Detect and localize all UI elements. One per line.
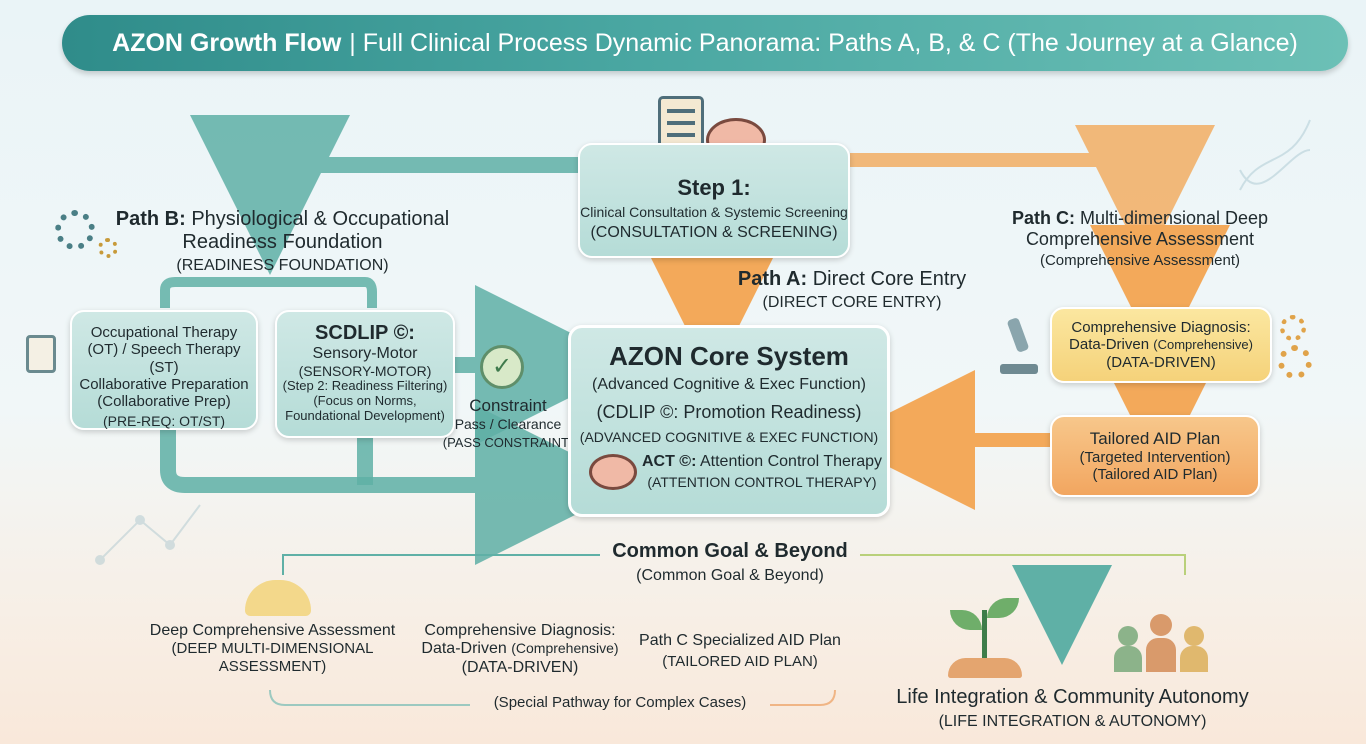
- arrow-readiness-to-core: [160, 405, 635, 565]
- life-title: Life Integration & Community Autonomy: [896, 686, 1249, 708]
- goal-subtitle: (Common Goal & Beyond): [636, 567, 824, 584]
- aid-line-1: Tailored AID Plan: [1089, 429, 1221, 448]
- diag-line-2-main: Data-Driven: [1069, 336, 1150, 354]
- core-line-2: (CDLIP ©: Promotion Readiness): [596, 402, 862, 423]
- life-integration-label: Life Integration & Community Autonomy (L…: [880, 686, 1265, 731]
- path-b-rest: Physiological & Occupational: [191, 208, 450, 230]
- ot-line-2: (OT) / Speech Therapy (ST): [87, 341, 241, 376]
- core-title: AZON Core System: [609, 341, 849, 371]
- plant-icon: [940, 590, 1030, 680]
- core-system-box: AZON Core System (Advanced Cognitive & E…: [568, 325, 890, 517]
- step1-caps: (CONSULTATION & SCREENING): [590, 224, 838, 242]
- aid-line-2: (Targeted Intervention): [1079, 448, 1231, 466]
- brain-icon: [589, 453, 637, 490]
- scdlip-box: SCDLIP ©: Sensory-Motor (SENSORY-MOTOR) …: [275, 310, 455, 438]
- special-pathway-bracket: [269, 689, 470, 706]
- act-caps: (ATTENTION CONTROL THERAPY): [647, 474, 877, 491]
- ot-line-4: (Collaborative Prep): [97, 393, 231, 410]
- community-icon: [1112, 600, 1210, 674]
- deep-line-1: Deep Comprehensive Assessment: [149, 622, 396, 639]
- path-c-line2: Comprehensive Assessment: [1025, 228, 1255, 249]
- common-goal-label: Common Goal & Beyond (Common Goal & Beyo…: [600, 540, 860, 585]
- path-a-label: Path A: Direct Core Entry (DIRECT CORE E…: [728, 268, 976, 312]
- aid-line-3: (Tailored AID Plan): [1092, 465, 1218, 483]
- special-text: (Special Pathway for Complex Cases): [493, 694, 747, 711]
- gear-icon: [1280, 315, 1306, 341]
- path-b-bold: Path B:: [115, 208, 186, 230]
- ot-line-1: Occupational Therapy: [90, 324, 238, 341]
- step1-box: Step 1: Clinical Consultation & Systemic…: [578, 143, 850, 258]
- special-pathway-label: (Special Pathway for Complex Cases): [470, 694, 770, 711]
- bottom-aid-plan: Path C Specialized AID Plan (TAILORED AI…: [630, 632, 850, 671]
- bdiag-line-2-small: (Comprehensive): [511, 640, 619, 657]
- scdlip-line-5: Foundational Development): [285, 408, 445, 424]
- page-title: AZON Growth Flow | Full Clinical Process…: [62, 15, 1348, 71]
- constraint-label: Constraint Pass / Clearance (PASS CONSTR…: [438, 396, 578, 451]
- common-goal-line: [282, 554, 600, 575]
- path-c-rest: Multi-dimensional Deep: [1079, 208, 1269, 228]
- path-a-rest: Direct Core Entry: [812, 268, 967, 290]
- path-b-bracket: [160, 277, 377, 308]
- clipboard-icon: [26, 335, 56, 373]
- path-a-caps: (DIRECT CORE ENTRY): [762, 294, 942, 311]
- arrow-step1-to-path-b: [190, 114, 580, 275]
- bdiag-line-3: (DATA-DRIVEN): [461, 658, 579, 676]
- gear-icon: [98, 238, 118, 258]
- microscope-icon: [1000, 316, 1038, 376]
- gear-icon: [1278, 345, 1312, 379]
- baid-line-2: (TAILORED AID PLAN): [662, 653, 818, 671]
- scdlip-line-4: (Focus on Norms,: [313, 393, 417, 409]
- dna-icon: [1239, 119, 1311, 191]
- path-c-caps: (Comprehensive Assessment): [1039, 252, 1241, 270]
- deep-line-3: ASSESSMENT): [218, 657, 327, 675]
- constraint-line-2: Pass / Clearance: [454, 415, 562, 432]
- diagnosis-box: Comprehensive Diagnosis: Data-Driven (Co…: [1050, 307, 1272, 383]
- goal-title: Common Goal & Beyond: [612, 540, 848, 562]
- title-rest: | Full Clinical Process Dynamic Panorama…: [349, 28, 1298, 57]
- act-rest: Attention Control Therapy: [699, 453, 883, 471]
- path-c-label: Path C: Multi-dimensional Deep Comprehen…: [985, 208, 1295, 270]
- path-a-bold: Path A:: [737, 268, 808, 290]
- bdiag-line-2-main: Data-Driven: [421, 640, 507, 658]
- path-b-caps: (READINESS FOUNDATION): [176, 257, 389, 274]
- check-circle-icon: ✓: [480, 345, 524, 389]
- scdlip-title: SCDLIP ©:: [315, 322, 415, 344]
- bottom-deep-assessment: Deep Comprehensive Assessment (DEEP MULT…: [140, 622, 405, 675]
- constraint-line-1: Constraint: [469, 396, 547, 415]
- title-bold: AZON Growth Flow: [112, 28, 342, 57]
- bdiag-line-1: Comprehensive Diagnosis:: [424, 622, 616, 639]
- path-c-bold: Path C:: [1011, 208, 1075, 228]
- step1-title: Step 1:: [677, 175, 751, 200]
- diag-line-3: (DATA-DRIVEN): [1106, 353, 1216, 371]
- act-bold: ACT ©:: [641, 453, 697, 471]
- core-line-1: (Advanced Cognitive & Exec Function): [592, 375, 866, 393]
- constraint-line-3: (PASS CONSTRAINT): [442, 434, 574, 450]
- diag-line-2-small: (Comprehensive): [1153, 337, 1253, 353]
- ot-st-box: Occupational Therapy (OT) / Speech Thera…: [70, 310, 258, 430]
- baid-line-1: Path C Specialized AID Plan: [639, 632, 841, 649]
- step1-subtitle: Clinical Consultation & Systemic Screeni…: [580, 204, 848, 221]
- deep-line-2: (DEEP MULTI-DIMENSIONAL: [171, 640, 374, 658]
- life-caps: (LIFE INTEGRATION & AUTONOMY): [938, 713, 1207, 730]
- dna-icon: [95, 504, 201, 565]
- aid-plan-box: Tailored AID Plan (Targeted Intervention…: [1050, 415, 1260, 497]
- path-b-label: Path B: Physiological & Occupational Rea…: [100, 208, 465, 275]
- scdlip-line-2: (SENSORY-MOTOR): [298, 363, 432, 380]
- arrow-step1-to-path-c: [850, 124, 1215, 265]
- gear-icon: [55, 210, 95, 250]
- bottom-diagnosis: Comprehensive Diagnosis: Data-Driven (Co…: [410, 622, 630, 677]
- scdlip-line-3: (Step 2: Readiness Filtering): [282, 378, 448, 394]
- ot-line-5: (PRE-REQ: OT/ST): [102, 413, 226, 430]
- diag-line-1: Comprehensive Diagnosis:: [1071, 319, 1251, 336]
- ot-line-3: Collaborative Preparation: [79, 375, 249, 393]
- path-b-line2: Readiness Foundation: [182, 231, 383, 253]
- core-line-3: (ADVANCED COGNITIVE & EXEC FUNCTION): [579, 428, 879, 445]
- scdlip-line-1: Sensory-Motor: [312, 345, 418, 362]
